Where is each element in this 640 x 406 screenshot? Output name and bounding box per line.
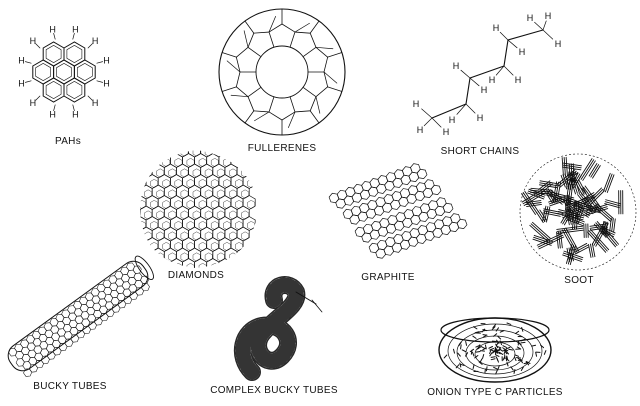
hydrogen-atom-label: H (545, 11, 552, 21)
hydrogen-atom-label: H (72, 24, 79, 34)
label-pahs: PAHs (55, 136, 81, 147)
hydrogen-atom-label: H (527, 13, 534, 23)
hydrogen-atom-label: H (489, 75, 496, 85)
complex-bucky-tube (243, 285, 322, 372)
hydrogen-atom-label: H (417, 125, 424, 135)
hydrogen-atom-label: H (555, 39, 562, 49)
graphite-layers (328, 161, 468, 262)
hydrogen-atom-label: H (413, 99, 420, 109)
hydrogen-atom-label: H (477, 113, 484, 123)
label-graphite: GRAPHITE (361, 272, 415, 283)
label-onion-particles: ONION TYPE C PARTICLES (427, 387, 563, 398)
hydrogen-atom-label: H (443, 127, 450, 137)
hydrogen-atom-label: H (453, 61, 460, 71)
hydrogen-atom-label: H (519, 47, 526, 57)
label-complex-bucky-tubes: COMPLEX BUCKY TUBES (210, 385, 338, 396)
hydrogen-atom-label: H (30, 36, 37, 46)
label-fullerenes: FULLERENES (248, 143, 317, 154)
hydrogen-atom-label: H (481, 85, 488, 95)
hydrogen-atom-label: H (103, 56, 110, 66)
label-bucky-tubes: BUCKY TUBES (33, 381, 107, 392)
hydrogen-atom-label: H (515, 75, 522, 85)
bucky-tube (3, 254, 160, 381)
hydrogen-atom-label: H (92, 36, 99, 46)
hydrogen-atom-label: H (72, 110, 79, 120)
hydrogen-atom-label: H (49, 24, 56, 34)
hydrogen-atom-label: H (49, 110, 56, 120)
soot-particle (520, 154, 636, 270)
hydrogen-atom-label: H (30, 98, 37, 108)
hydrogen-atom-label: H (449, 115, 456, 125)
label-short-chains: SHORT CHAINS (441, 146, 520, 157)
hydrogen-atom-label: H (493, 23, 500, 33)
hydrogen-atom-label: H (18, 56, 25, 66)
hydrogen-atom-label: H (103, 78, 110, 88)
hydrogen-atom-label: H (18, 78, 25, 88)
onion-particle (439, 318, 551, 382)
fullerene-molecule (219, 9, 345, 135)
hydrogen-atom-label: H (92, 98, 99, 108)
label-diamonds: DIAMONDS (168, 270, 224, 281)
label-soot: SOOT (564, 275, 594, 286)
